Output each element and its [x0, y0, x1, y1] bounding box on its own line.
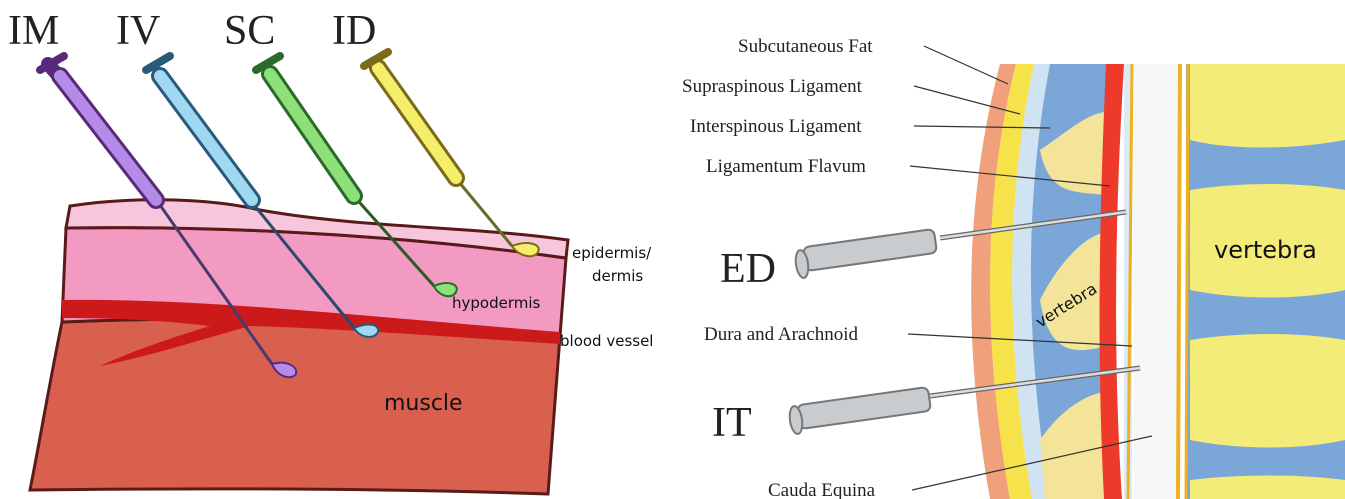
route-label-id: ID	[332, 8, 376, 54]
vertebral-body-3	[1190, 334, 1345, 448]
label-subcutaneous-fat: Subcutaneous Fat	[738, 36, 873, 57]
route-label-im: IM	[8, 8, 59, 54]
label-epidermis-line2: dermis	[592, 267, 643, 285]
label-epidermis-line1: epidermis/	[572, 244, 652, 262]
route-label-sc: SC	[224, 8, 275, 54]
route-label-iv: IV	[116, 8, 160, 54]
vertebral-body-1	[1190, 64, 1345, 148]
skin-tissue-block	[30, 200, 568, 494]
route-label-it: IT	[712, 400, 752, 446]
vertebral-body-4	[1190, 476, 1345, 499]
label-ligamentum-flavum: Ligamentum Flavum	[706, 156, 866, 177]
cauda-equina-space	[1134, 64, 1178, 499]
label-hypodermis: hypodermis	[452, 294, 541, 312]
route-label-ed: ED	[720, 246, 776, 292]
label-cauda-equina: Cauda Equina	[768, 480, 876, 499]
spine-section	[971, 64, 1345, 499]
label-vertebra-large: vertebra	[1214, 236, 1317, 264]
muscle-layer	[30, 319, 560, 494]
label-interspinous-ligament: Interspinous Ligament	[690, 116, 862, 137]
label-supraspinous-ligament: Supraspinous Ligament	[682, 76, 863, 97]
label-muscle: muscle	[384, 391, 463, 416]
label-blood-vessel: blood vessel	[560, 332, 653, 350]
label-dura-arachnoid: Dura and Arachnoid	[704, 324, 859, 345]
